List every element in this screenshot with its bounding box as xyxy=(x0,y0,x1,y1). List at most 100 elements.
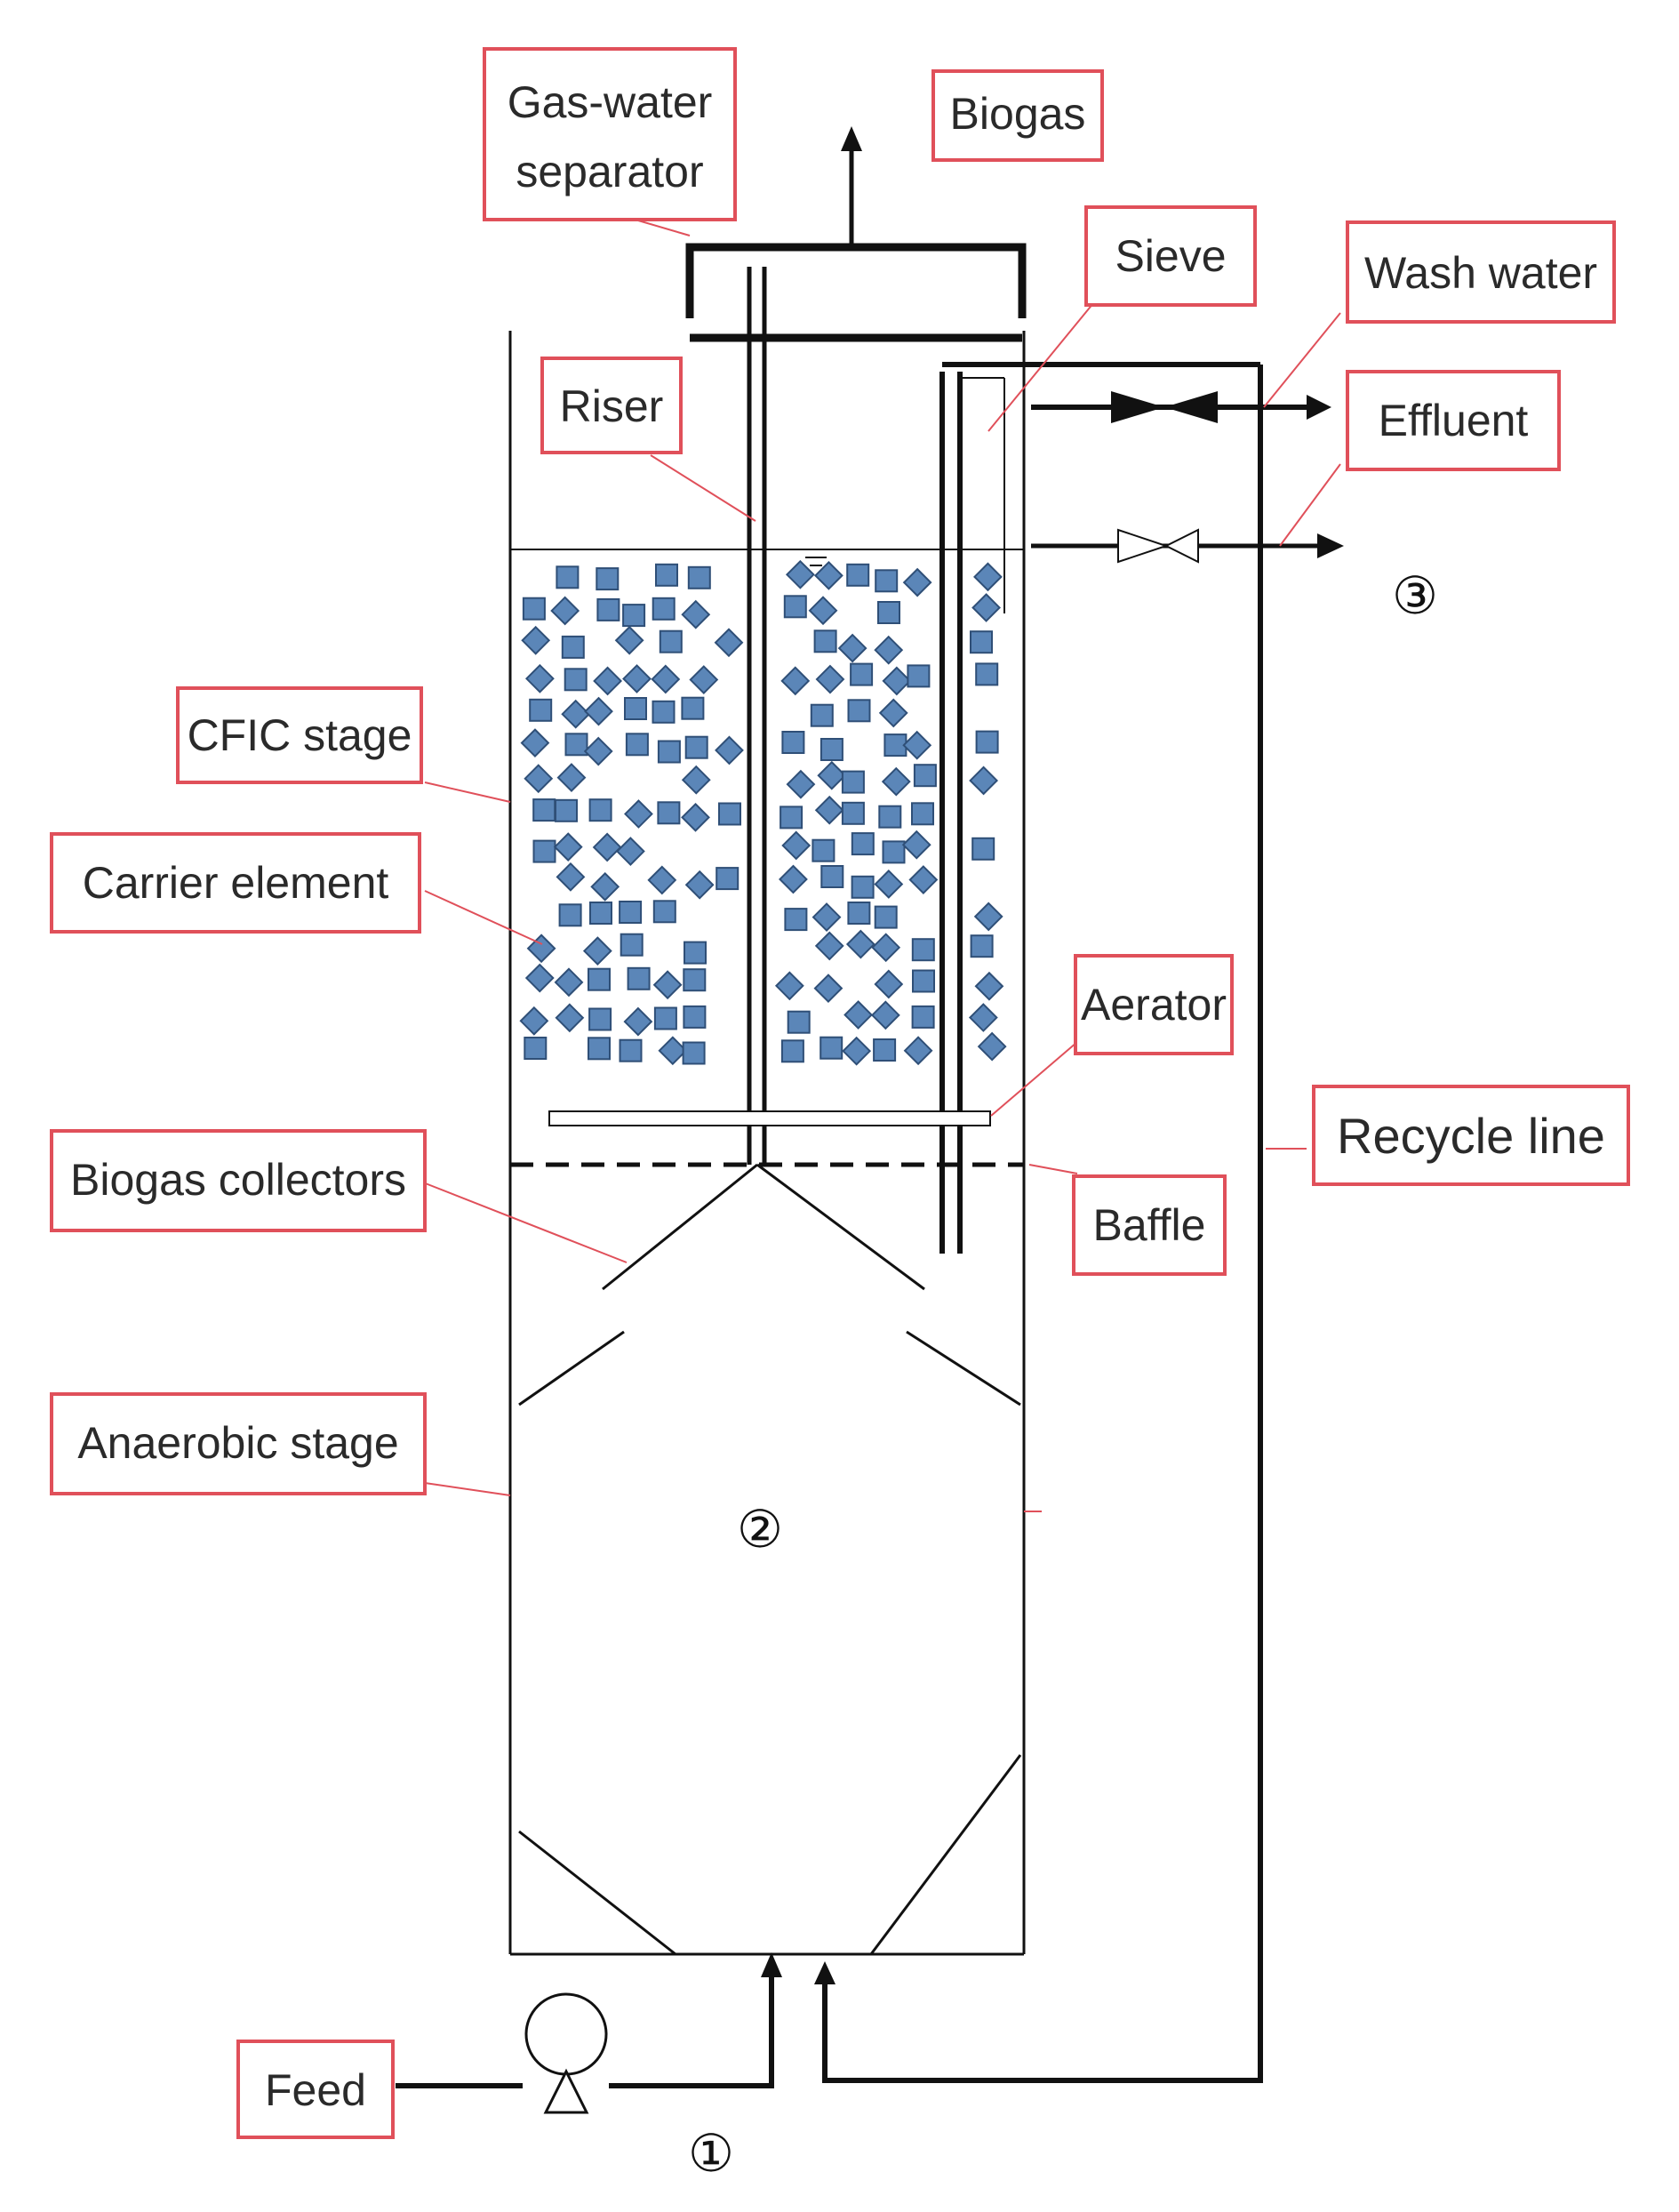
carrier-element-13 xyxy=(622,604,646,628)
carrier-element-142 xyxy=(968,1003,998,1032)
carrier-element-6 xyxy=(846,563,870,587)
carrier-element-47 xyxy=(810,703,834,727)
carrier-element-64 xyxy=(681,765,711,795)
recycle-line-pipe xyxy=(814,365,1263,2083)
carrier-element-35 xyxy=(780,666,811,696)
carrier-element-7 xyxy=(875,569,899,593)
gas-water-separator xyxy=(685,126,1027,342)
feed-line xyxy=(396,1952,782,2114)
carrier-element-42 xyxy=(561,699,591,729)
svg-text:Sieve: Sieve xyxy=(1115,231,1226,281)
carrier-element-28 xyxy=(970,630,993,654)
carrier-element-20 xyxy=(521,625,551,655)
carrier-element-89 xyxy=(851,832,875,856)
carrier-element-44 xyxy=(624,697,647,720)
carrier-element-67 xyxy=(841,770,865,794)
carrier-element-127 xyxy=(774,971,804,1001)
carrier-element-135 xyxy=(623,1006,653,1037)
svg-text:Effluent: Effluent xyxy=(1379,396,1529,445)
carrier-element-115 xyxy=(684,941,707,965)
svg-text:Wash water: Wash water xyxy=(1364,248,1597,298)
carrier-element-126 xyxy=(683,968,707,992)
svg-text:Recycle line: Recycle line xyxy=(1337,1108,1605,1164)
carrier-element-80 xyxy=(841,801,865,825)
label-feed: Feed xyxy=(236,2040,395,2139)
carrier-element-23 xyxy=(659,629,683,653)
carrier-element-152 xyxy=(903,1036,933,1066)
carrier-element-21 xyxy=(561,635,585,659)
carrier-element-103 xyxy=(558,903,582,927)
carrier-element-27 xyxy=(874,635,904,665)
biogas-collectors xyxy=(518,1163,1022,1956)
aerator-bar xyxy=(548,1110,991,1126)
carrier-element-138 xyxy=(787,1010,811,1034)
carrier-element-93 xyxy=(556,862,586,892)
label-baffle: Baffle xyxy=(1072,1174,1227,1276)
wash-water-line xyxy=(1031,391,1331,423)
carrier-element-119 xyxy=(911,938,935,962)
carrier-element-139 xyxy=(843,1000,873,1030)
carrier-element-56 xyxy=(715,735,744,765)
carrier-element-18 xyxy=(877,601,900,624)
carrier-element-83 xyxy=(532,839,556,863)
carrier-element-136 xyxy=(653,1006,677,1030)
carrier-element-94 xyxy=(590,871,620,902)
carrier-element-140 xyxy=(870,1000,900,1030)
carrier-element-39 xyxy=(907,664,931,688)
carrier-element-63 xyxy=(556,763,587,792)
carrier-element-78 xyxy=(780,805,804,830)
label-aerator: Aerator xyxy=(1074,954,1234,1055)
carrier-element-70 xyxy=(969,765,999,796)
carrier-element-90 xyxy=(882,840,906,864)
carrier-element-73 xyxy=(588,798,612,822)
carrier-element-82 xyxy=(911,802,934,826)
carrier-element-29 xyxy=(524,663,555,693)
carrier-element-0 xyxy=(556,565,580,589)
carrier-element-122 xyxy=(554,967,584,998)
carrier-element-60 xyxy=(902,730,932,760)
carrier-element-49 xyxy=(878,698,908,728)
marker-3: ③ xyxy=(1392,567,1438,625)
carrier-element-15 xyxy=(681,599,711,629)
carrier-element-153 xyxy=(977,1031,1007,1062)
svg-text:separator: separator xyxy=(516,147,703,196)
pump-icon xyxy=(524,1992,608,2076)
carrier-element-30 xyxy=(564,668,588,692)
carrier-element-62 xyxy=(524,764,554,794)
carrier-element-34 xyxy=(689,665,719,694)
carrier-element-79 xyxy=(814,795,844,825)
label-wash-water: Wash water xyxy=(1346,220,1616,324)
carrier-element-53 xyxy=(625,733,649,757)
carrier-elements xyxy=(519,559,1007,1066)
carrier-element-110 xyxy=(874,905,898,929)
carrier-element-77 xyxy=(718,802,741,826)
carrier-element-100 xyxy=(851,875,875,899)
leader-lines xyxy=(422,220,1341,1512)
svg-text:Baffle: Baffle xyxy=(1093,1200,1206,1250)
carrier-element-5 xyxy=(813,560,843,590)
carrier-element-19 xyxy=(971,593,1001,622)
carrier-element-59 xyxy=(883,733,907,757)
carrier-element-109 xyxy=(847,902,871,925)
label-recycle-line: Recycle line xyxy=(1312,1085,1630,1186)
carrier-element-25 xyxy=(813,629,837,653)
svg-text:Biogas collectors: Biogas collectors xyxy=(70,1155,406,1205)
carrier-element-125 xyxy=(652,970,683,1000)
carrier-element-134 xyxy=(588,1007,612,1031)
carrier-element-145 xyxy=(619,1038,643,1062)
carrier-element-48 xyxy=(847,699,871,723)
carrier-element-147 xyxy=(682,1041,706,1065)
carrier-element-97 xyxy=(716,867,740,891)
label-biogas: Biogas xyxy=(931,69,1104,162)
carrier-element-129 xyxy=(874,969,904,999)
carrier-element-96 xyxy=(684,870,715,900)
carrier-element-87 xyxy=(781,830,812,861)
carrier-element-130 xyxy=(912,969,935,993)
carrier-element-91 xyxy=(901,830,931,860)
carrier-element-33 xyxy=(651,664,681,694)
carrier-element-46 xyxy=(681,696,705,720)
carrier-element-113 xyxy=(582,936,612,966)
carrier-element-37 xyxy=(850,662,874,686)
carrier-element-32 xyxy=(622,664,652,693)
